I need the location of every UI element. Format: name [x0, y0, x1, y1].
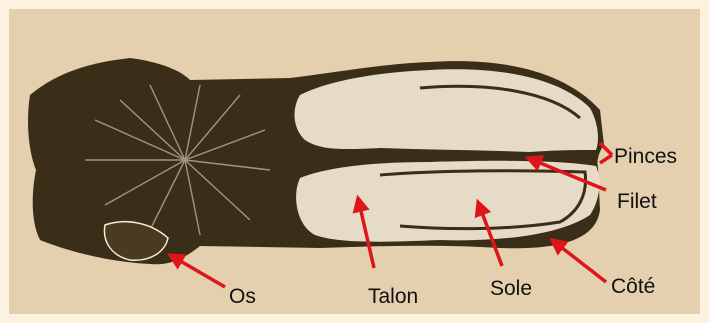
label-cote: Côté: [611, 275, 655, 298]
arrow-pinces-lower: [600, 155, 612, 163]
label-os: Os: [229, 285, 256, 308]
arrow-cote: [552, 240, 606, 282]
hoof-illustration: [28, 58, 604, 264]
label-pinces: Pinces: [614, 145, 677, 168]
label-talon: Talon: [368, 285, 418, 308]
arrow-os: [170, 255, 225, 287]
label-filet: Filet: [617, 190, 657, 213]
arrow-pinces: [600, 143, 612, 155]
label-sole: Sole: [490, 277, 532, 300]
